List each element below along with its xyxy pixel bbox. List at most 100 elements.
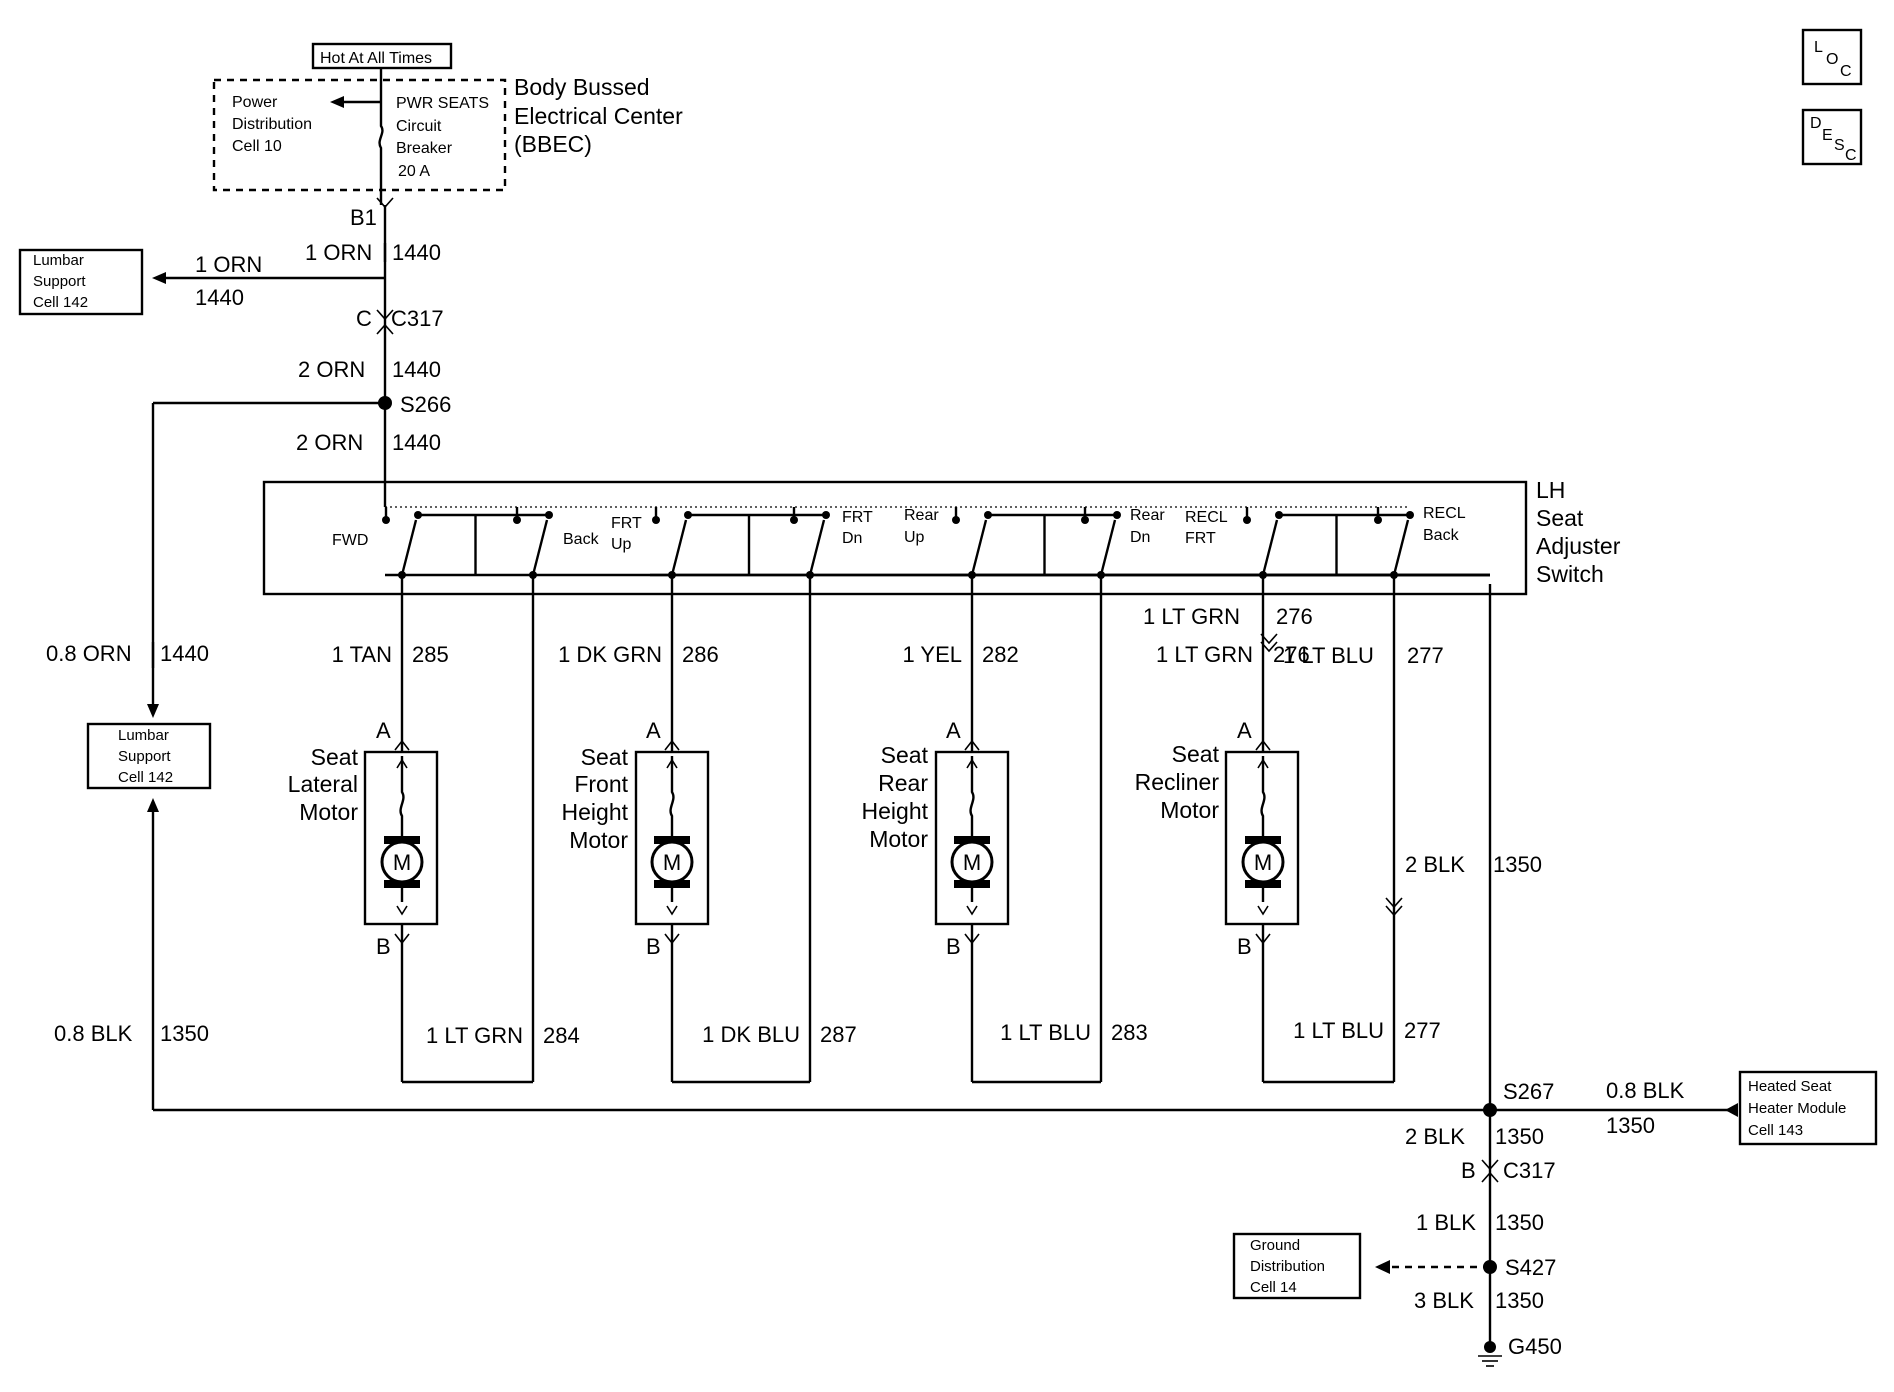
svg-text:S267: S267 <box>1503 1079 1554 1104</box>
svg-text:Heater Module: Heater Module <box>1748 1100 1846 1117</box>
svg-text:Rear: Rear <box>904 507 939 524</box>
circuit-breaker-icon <box>378 80 384 205</box>
svg-text:Cell 143: Cell 143 <box>1748 1122 1803 1139</box>
svg-text:B1: B1 <box>350 205 377 230</box>
motor-icon <box>380 840 424 884</box>
svg-text:D: D <box>1810 115 1822 132</box>
svg-text:1440: 1440 <box>392 240 441 265</box>
bbec-block: Hot At All Times Power Distribution Cell… <box>212 42 683 230</box>
svg-text:1 LT GRN: 1 LT GRN <box>1143 604 1240 629</box>
motor-name-line: Seat <box>881 742 929 768</box>
lumbar-support-top[interactable]: Lumbar Support Cell 142 <box>18 248 144 316</box>
motor-name-line: Rear <box>878 770 928 796</box>
bbec-outline <box>212 78 507 192</box>
motor-symbol: M <box>663 850 681 875</box>
svg-text:G450: G450 <box>1508 1334 1562 1359</box>
svg-text:B: B <box>646 934 661 959</box>
svg-text:Power: Power <box>232 94 278 111</box>
motor-name-line: Seat <box>1172 741 1220 767</box>
motor-name-line: Recliner <box>1135 769 1220 795</box>
svg-text:Back: Back <box>1423 527 1460 544</box>
svg-text:0.8 BLK: 0.8 BLK <box>1606 1078 1685 1103</box>
svg-text:Ground: Ground <box>1250 1237 1300 1254</box>
svg-text:Seat: Seat <box>1536 505 1584 531</box>
svg-text:PWR SEATS: PWR SEATS <box>396 95 489 112</box>
desc-icon[interactable]: D E S C <box>1801 108 1863 166</box>
motor-symbol: M <box>1254 850 1272 875</box>
svg-text:1440: 1440 <box>392 430 441 455</box>
svg-text:Cell 10: Cell 10 <box>232 138 282 155</box>
svg-text:A: A <box>376 718 391 743</box>
ground-distribution-box[interactable]: Ground Distribution Cell 14 <box>1232 1232 1362 1300</box>
lumbar-support-mid[interactable]: Lumbar Support Cell 142 <box>86 722 212 790</box>
svg-text:B: B <box>1461 1158 1476 1183</box>
svg-text:1 LT BLU: 1 LT BLU <box>1283 643 1374 668</box>
motor-symbol: M <box>393 850 411 875</box>
motor-name-line: Front <box>574 771 628 797</box>
svg-text:276: 276 <box>1273 642 1310 667</box>
svg-text:Rear: Rear <box>1130 507 1165 524</box>
svg-text:RECL: RECL <box>1185 509 1228 526</box>
motor-icon <box>950 840 994 884</box>
svg-text:Lumbar: Lumbar <box>33 252 84 269</box>
svg-text:1440: 1440 <box>195 285 244 310</box>
svg-text:Body Bussed: Body Bussed <box>514 74 650 100</box>
svg-text:Cell 14: Cell 14 <box>1250 1279 1297 1296</box>
svg-text:284: 284 <box>543 1023 580 1048</box>
svg-text:Electrical Center: Electrical Center <box>514 103 683 129</box>
svg-text:LH: LH <box>1536 477 1565 503</box>
svg-text:1 YEL: 1 YEL <box>902 642 962 667</box>
svg-text:Circuit: Circuit <box>396 118 442 135</box>
svg-text:1 DK BLU: 1 DK BLU <box>702 1022 800 1047</box>
svg-text:277: 277 <box>1407 643 1444 668</box>
svg-text:20 A: 20 A <box>398 163 430 180</box>
svg-text:A: A <box>646 718 661 743</box>
motor-name-line: Seat <box>581 744 629 770</box>
svg-text:2 BLK: 2 BLK <box>1405 1124 1465 1149</box>
svg-text:O: O <box>1826 51 1838 68</box>
svg-text:1 LT GRN: 1 LT GRN <box>1156 642 1253 667</box>
svg-text:285: 285 <box>412 642 449 667</box>
svg-text:1 DK GRN: 1 DK GRN <box>558 642 662 667</box>
motor-name-line: Motor <box>869 826 928 852</box>
svg-text:Breaker: Breaker <box>396 140 453 157</box>
heater-module-box[interactable]: Heated Seat Heater Module Cell 143 <box>1738 1070 1878 1146</box>
svg-text:0.8 ORN: 0.8 ORN <box>46 641 132 666</box>
recliner-extra: 1 LT GRN 276 1 LT BLU 277 2 BLK 1350 <box>1143 604 1542 917</box>
svg-text:Distribution: Distribution <box>1250 1258 1325 1275</box>
svg-text:1350: 1350 <box>1493 852 1542 877</box>
svg-text:A: A <box>1237 718 1252 743</box>
svg-text:C: C <box>356 306 372 331</box>
svg-text:FRT: FRT <box>842 509 873 526</box>
motor-name-line: Motor <box>299 799 358 825</box>
svg-text:276: 276 <box>1276 604 1313 629</box>
svg-text:A: A <box>946 718 961 743</box>
svg-text:1350: 1350 <box>1495 1124 1544 1149</box>
svg-text:B: B <box>946 934 961 959</box>
motor-name-line: Seat <box>311 744 359 770</box>
main-feed: 1 ORN 1440 1 ORN 1440 C C317 2 ORN 1440 … <box>152 197 451 470</box>
svg-text:FRT: FRT <box>1185 530 1216 547</box>
ground-section: S267 0.8 BLK 1350 2 BLK 1350 B C317 1 BL… <box>1375 584 1738 1367</box>
lumbar-loop: 0.8 ORN 1440 0.8 BLK 1350 <box>46 401 1490 1112</box>
svg-text:Distribution: Distribution <box>232 116 312 133</box>
svg-text:1 LT BLU: 1 LT BLU <box>1000 1020 1091 1045</box>
svg-text:1 BLK: 1 BLK <box>1416 1210 1476 1235</box>
svg-text:1 ORN: 1 ORN <box>305 240 372 265</box>
svg-text:1350: 1350 <box>1495 1210 1544 1235</box>
motor-symbol: M <box>963 850 981 875</box>
svg-text:Cell 142: Cell 142 <box>33 294 88 311</box>
loc-icon[interactable]: L O C <box>1801 28 1863 86</box>
svg-text:Dn: Dn <box>1130 529 1150 546</box>
svg-text:S: S <box>1834 137 1845 154</box>
svg-text:1 LT BLU: 1 LT BLU <box>1293 1018 1384 1043</box>
svg-text:Up: Up <box>611 536 632 553</box>
svg-text:RECL: RECL <box>1423 505 1466 522</box>
svg-text:0.8 BLK: 0.8 BLK <box>54 1021 133 1046</box>
svg-text:1 LT GRN: 1 LT GRN <box>426 1023 523 1048</box>
svg-text:Switch: Switch <box>1536 561 1604 587</box>
